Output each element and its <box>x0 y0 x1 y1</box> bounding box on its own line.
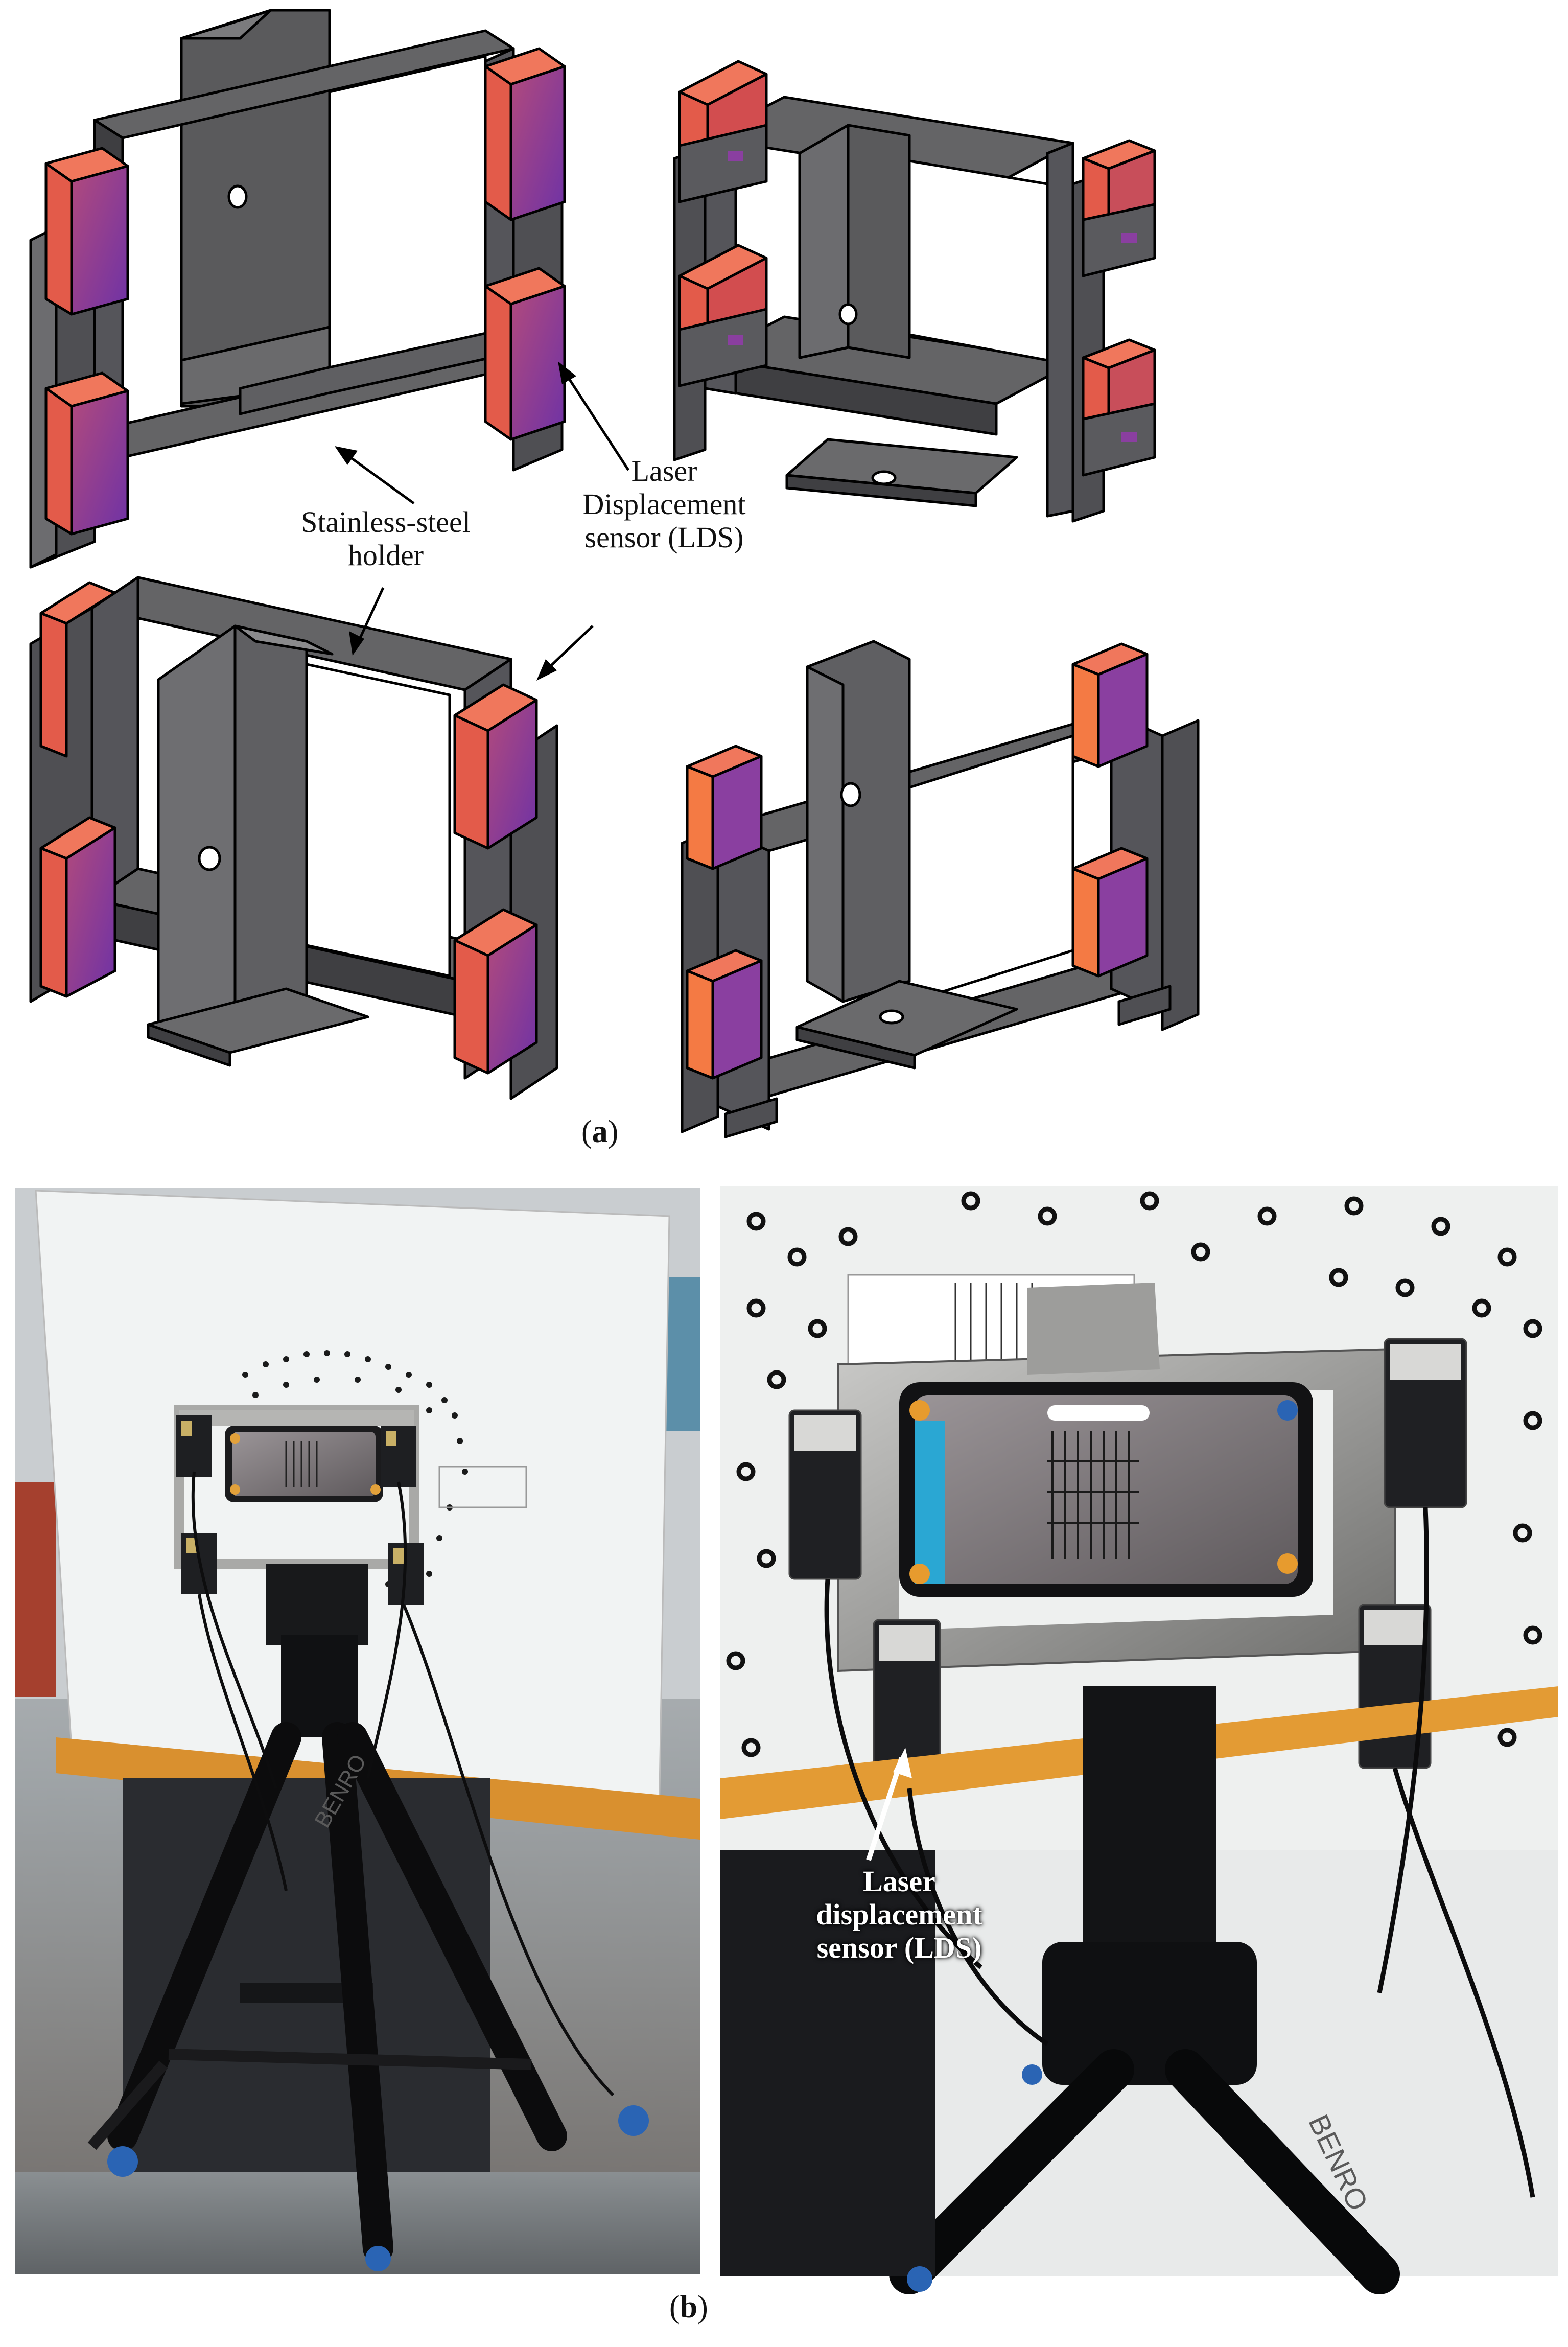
photo-lds-arrowhead <box>893 1748 912 1778</box>
caption-a: (a) <box>581 1114 618 1150</box>
lds-photo-label: Laser displacement sensor (LDS) <box>787 1865 1012 1965</box>
lds-cad-label: Laser Displacement sensor (LDS) <box>552 454 777 554</box>
holder-label-line1: Stainless-steel <box>301 505 471 539</box>
photo-right: BENRO <box>720 1186 1558 2294</box>
lds-arrow-a <box>560 367 630 471</box>
holder-arrow-a <box>339 448 415 505</box>
caption-b-open: ( <box>669 2290 680 2325</box>
lds-cad-label-line3: sensor (LDS) <box>584 520 744 554</box>
cad-view-front-left <box>29 9 566 569</box>
caption-a-open: ( <box>581 1114 592 1149</box>
cad-leader-arrows <box>335 361 630 681</box>
cad-view-iso-right <box>681 640 1200 1138</box>
lds-arrowhead-a <box>558 361 576 384</box>
caption-a-letter: a <box>592 1114 608 1149</box>
holder-arrowhead-a <box>335 446 358 465</box>
photo-lds-arrow <box>866 1757 904 1861</box>
lds-cad-label-line1: Laser <box>631 454 697 487</box>
caption-b-letter: b <box>680 2290 698 2325</box>
caption-b-close: ) <box>697 2290 708 2325</box>
lds-photo-label-line2: displacement <box>816 1897 982 1931</box>
holder-label-line2: holder <box>347 538 424 572</box>
lds-photo-label-line1: Laser <box>863 1865 935 1898</box>
holder-arrowhead-b <box>349 631 364 656</box>
holder-label: Stainless-steel holder <box>278 505 493 572</box>
photo-left: BENRO <box>15 1188 700 2274</box>
cad-panel <box>29 9 1200 1138</box>
lds-arrowhead-b <box>536 659 557 681</box>
lds-cad-label-line2: Displacement <box>582 487 746 521</box>
caption-a-close: ) <box>607 1114 619 1149</box>
caption-b: (b) <box>669 2289 708 2326</box>
lds-photo-label-line3: sensor (LDS) <box>816 1931 982 1964</box>
cad-view-back-right <box>673 60 1156 523</box>
cad-view-iso-left <box>29 576 558 1100</box>
